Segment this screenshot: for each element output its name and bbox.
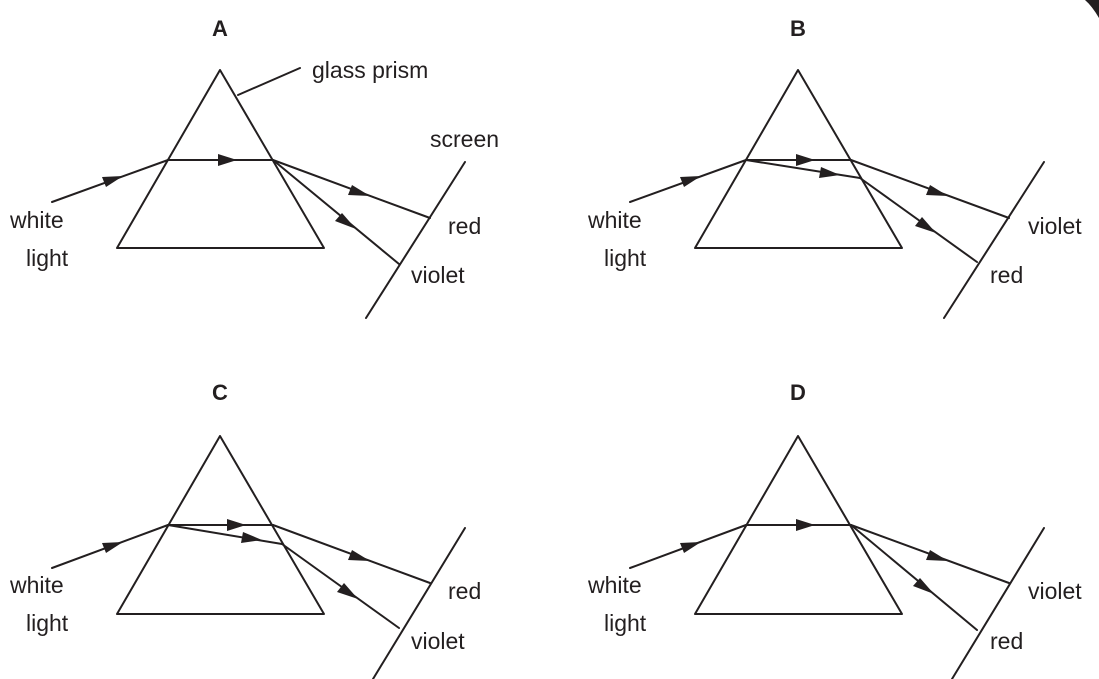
prism-label-leader [237,67,301,96]
option-d-panel: D white light violet red [587,380,1082,679]
red-arrowhead [348,550,370,561]
internal-ray-bottom [745,159,861,179]
red-ray [850,524,978,631]
red-arrowhead [348,185,370,196]
violet-ray [272,159,400,265]
screen-label: screen [430,126,499,152]
screen-top-label: violet [1028,213,1082,239]
light-label: light [26,610,69,636]
option-c-letter: C [212,380,228,405]
violet-arrowhead [335,213,356,229]
incident-arrowhead [102,542,123,553]
incident-arrowhead [102,176,123,187]
screen-bottom-label: red [990,262,1023,288]
internal-arrowhead [218,154,237,166]
incident-arrowhead [680,542,701,553]
option-a-letter: A [212,16,228,41]
screen [943,161,1045,319]
violet-arrowhead [926,185,948,196]
light-label: light [604,610,647,636]
light-label: light [26,245,69,271]
screen [365,161,466,319]
white-label: white [9,207,64,233]
option-c-panel: C white light red violet [9,380,481,679]
internal-arrowhead [796,519,815,531]
screen-top-label: violet [1028,578,1082,604]
screen [372,527,466,679]
screen-bottom-label: violet [411,262,465,288]
internal-arrowhead-bottom [819,167,840,178]
screen-bottom-label: violet [411,628,465,654]
glass-prism-label: glass prism [312,57,428,83]
violet-ray [281,543,400,629]
internal-ray-bottom [167,524,283,545]
corner-mark [1085,0,1099,18]
white-label: white [9,572,64,598]
red-arrowhead [913,578,934,594]
option-b-letter: B [790,16,806,41]
screen-top-label: red [448,578,481,604]
option-b-panel: B white light violet red [587,16,1082,319]
screen [951,527,1045,679]
white-label: white [587,207,642,233]
violet-arrowhead [926,550,948,561]
internal-arrowhead-top [796,154,815,166]
white-label: white [587,572,642,598]
option-a-panel: A glass prism screen white light red vio… [9,16,499,319]
option-d-letter: D [790,380,806,405]
internal-arrowhead-bottom [241,532,262,543]
violet-arrowhead [337,583,358,599]
internal-arrowhead-top [227,519,246,531]
screen-top-label: red [448,213,481,239]
red-arrowhead [915,217,936,233]
light-label: light [604,245,647,271]
screen-bottom-label: red [990,628,1023,654]
incident-arrowhead [680,176,701,187]
red-ray [859,177,978,263]
